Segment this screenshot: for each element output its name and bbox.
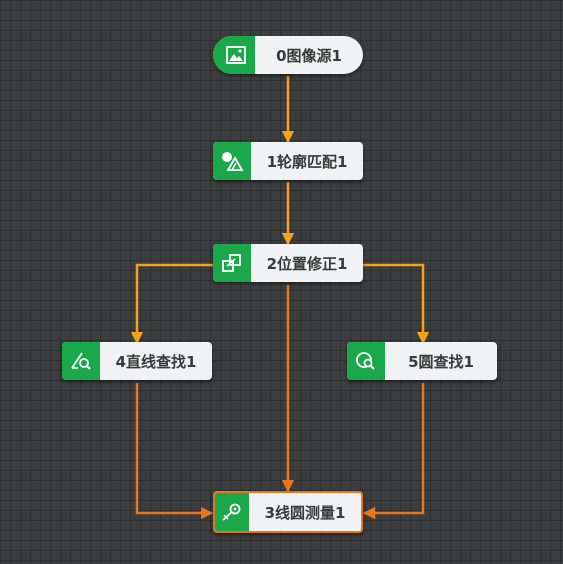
node-label: 0图像源1 <box>276 46 342 65</box>
node-label: 1轮廓匹配1 <box>266 152 348 171</box>
line-find-icon <box>62 342 100 380</box>
node-line-find[interactable]: 4直线查找1 <box>62 342 212 380</box>
node-label: 2位置修正1 <box>266 254 348 273</box>
node-line-circle-measure[interactable]: 3线圆测量1 <box>213 491 363 533</box>
line-circle-measure-icon <box>215 493 249 531</box>
node-label: 4直线查找1 <box>115 352 197 371</box>
node-position-correction[interactable]: 2位置修正1 <box>213 244 363 282</box>
node-contour-match[interactable]: 1轮廓匹配1 <box>213 142 363 180</box>
node-circle-find[interactable]: 5圆查找1 <box>347 342 497 380</box>
position-correction-icon <box>213 244 251 282</box>
node-label: 3线圆测量1 <box>264 503 346 522</box>
node-image-source[interactable]: 0图像源1 <box>213 36 363 74</box>
contour-match-icon <box>213 142 251 180</box>
connection-4-to-3 <box>135 383 214 520</box>
circle-find-icon <box>347 342 385 380</box>
connection-2-to-4 <box>130 263 213 345</box>
node-label: 5圆查找1 <box>408 352 474 371</box>
connection-2-to-5 <box>363 263 430 345</box>
image-icon <box>213 36 255 74</box>
connection-5-to-3 <box>362 383 425 520</box>
